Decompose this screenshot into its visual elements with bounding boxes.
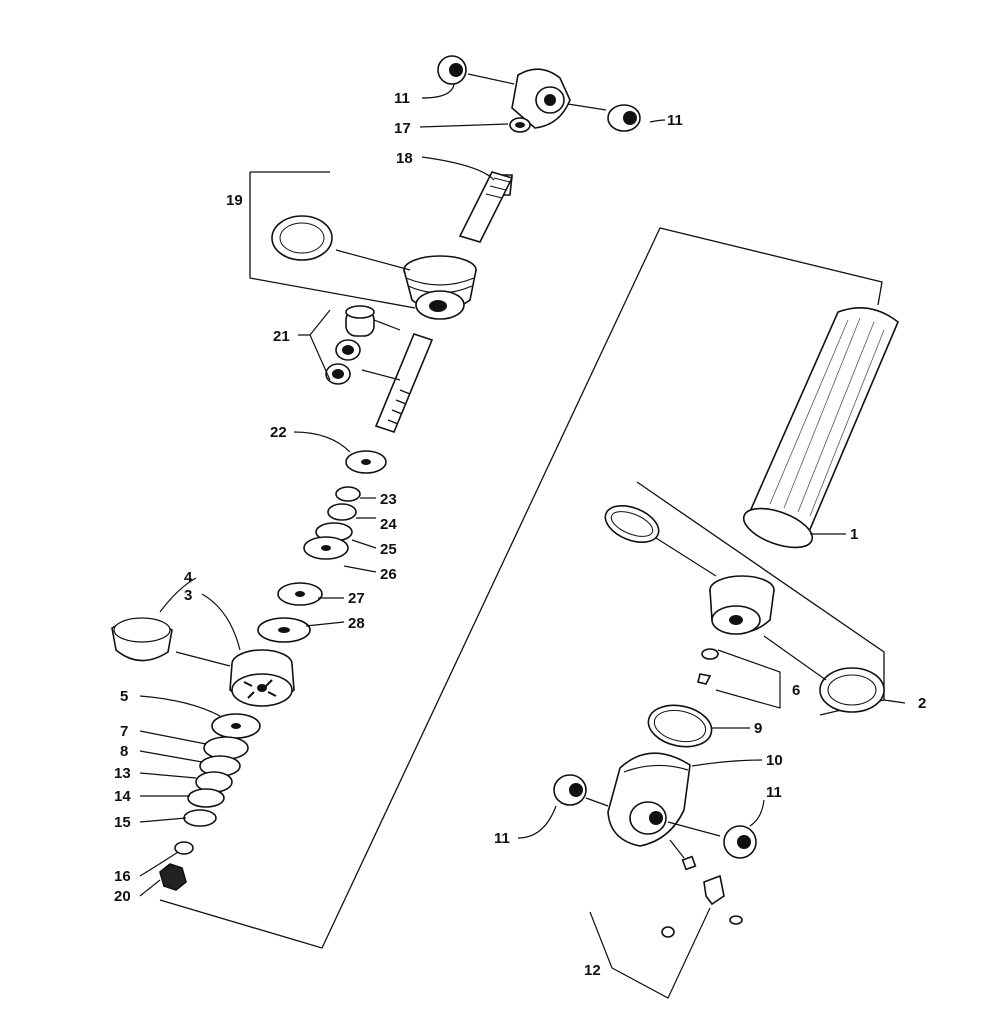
label-9: 9	[754, 720, 762, 737]
label-22: 22	[270, 424, 287, 441]
label-10: 10	[766, 752, 783, 769]
label-20: 20	[114, 888, 131, 905]
label-12: 12	[584, 962, 601, 979]
label-17: 17	[394, 120, 411, 137]
piston-rod	[374, 333, 434, 433]
label-15: 15	[114, 814, 131, 831]
base-valve	[709, 575, 775, 635]
label-6: 6	[792, 682, 800, 699]
label-1: 1	[850, 526, 858, 543]
bushing-top-left	[437, 55, 467, 85]
bushing-bottom-right	[723, 825, 757, 859]
label-24: 24	[380, 516, 397, 533]
label-26: 26	[380, 566, 397, 583]
piston-rod-upper	[458, 171, 514, 243]
label-16: 16	[114, 868, 131, 885]
label-8: 8	[120, 743, 128, 760]
bottom-eye-10	[607, 752, 691, 847]
label-25: 25	[380, 541, 397, 558]
seal-ring-19	[271, 215, 333, 261]
shock-body-1	[742, 306, 899, 549]
label-28: 28	[348, 615, 365, 632]
top-eye-fitting	[509, 68, 571, 133]
screws-6	[697, 648, 719, 685]
label-21: 21	[273, 328, 290, 345]
seal-head-19	[403, 255, 477, 320]
piston-3	[229, 649, 295, 707]
label-14: 14	[114, 788, 131, 805]
assembly-outline	[159, 171, 906, 949]
fittings-12	[661, 855, 743, 938]
label-11-top-right: 11	[667, 112, 683, 129]
lower-shim-stack	[159, 713, 261, 891]
o-ring-9	[647, 704, 713, 748]
leader-lines	[139, 73, 846, 999]
label-2: 2	[918, 695, 926, 712]
label-11-top-left: 11	[394, 90, 410, 107]
bushing-bottom-left	[553, 774, 587, 806]
label-7: 7	[120, 723, 128, 740]
piston-ring-4	[111, 617, 173, 662]
label-4: 4	[184, 569, 193, 586]
label-11-bottom-right: 11	[766, 784, 782, 801]
label-3: 3	[184, 587, 192, 604]
label-5: 5	[120, 688, 128, 705]
callout-labels: 11 11 17 18 19 21 22 23 24 25 26 27 28 4…	[114, 90, 926, 979]
rod-bushings-21	[325, 305, 375, 385]
label-27: 27	[348, 590, 365, 607]
bushing-top-right	[607, 104, 641, 132]
label-19: 19	[226, 192, 243, 209]
label-11-bottom-left: 11	[494, 830, 510, 847]
label-23: 23	[380, 491, 397, 508]
seal-ring-2	[819, 667, 885, 713]
label-13: 13	[114, 765, 131, 782]
valve-stack	[257, 450, 387, 643]
label-18: 18	[396, 150, 413, 167]
base-ring-left	[604, 505, 660, 543]
